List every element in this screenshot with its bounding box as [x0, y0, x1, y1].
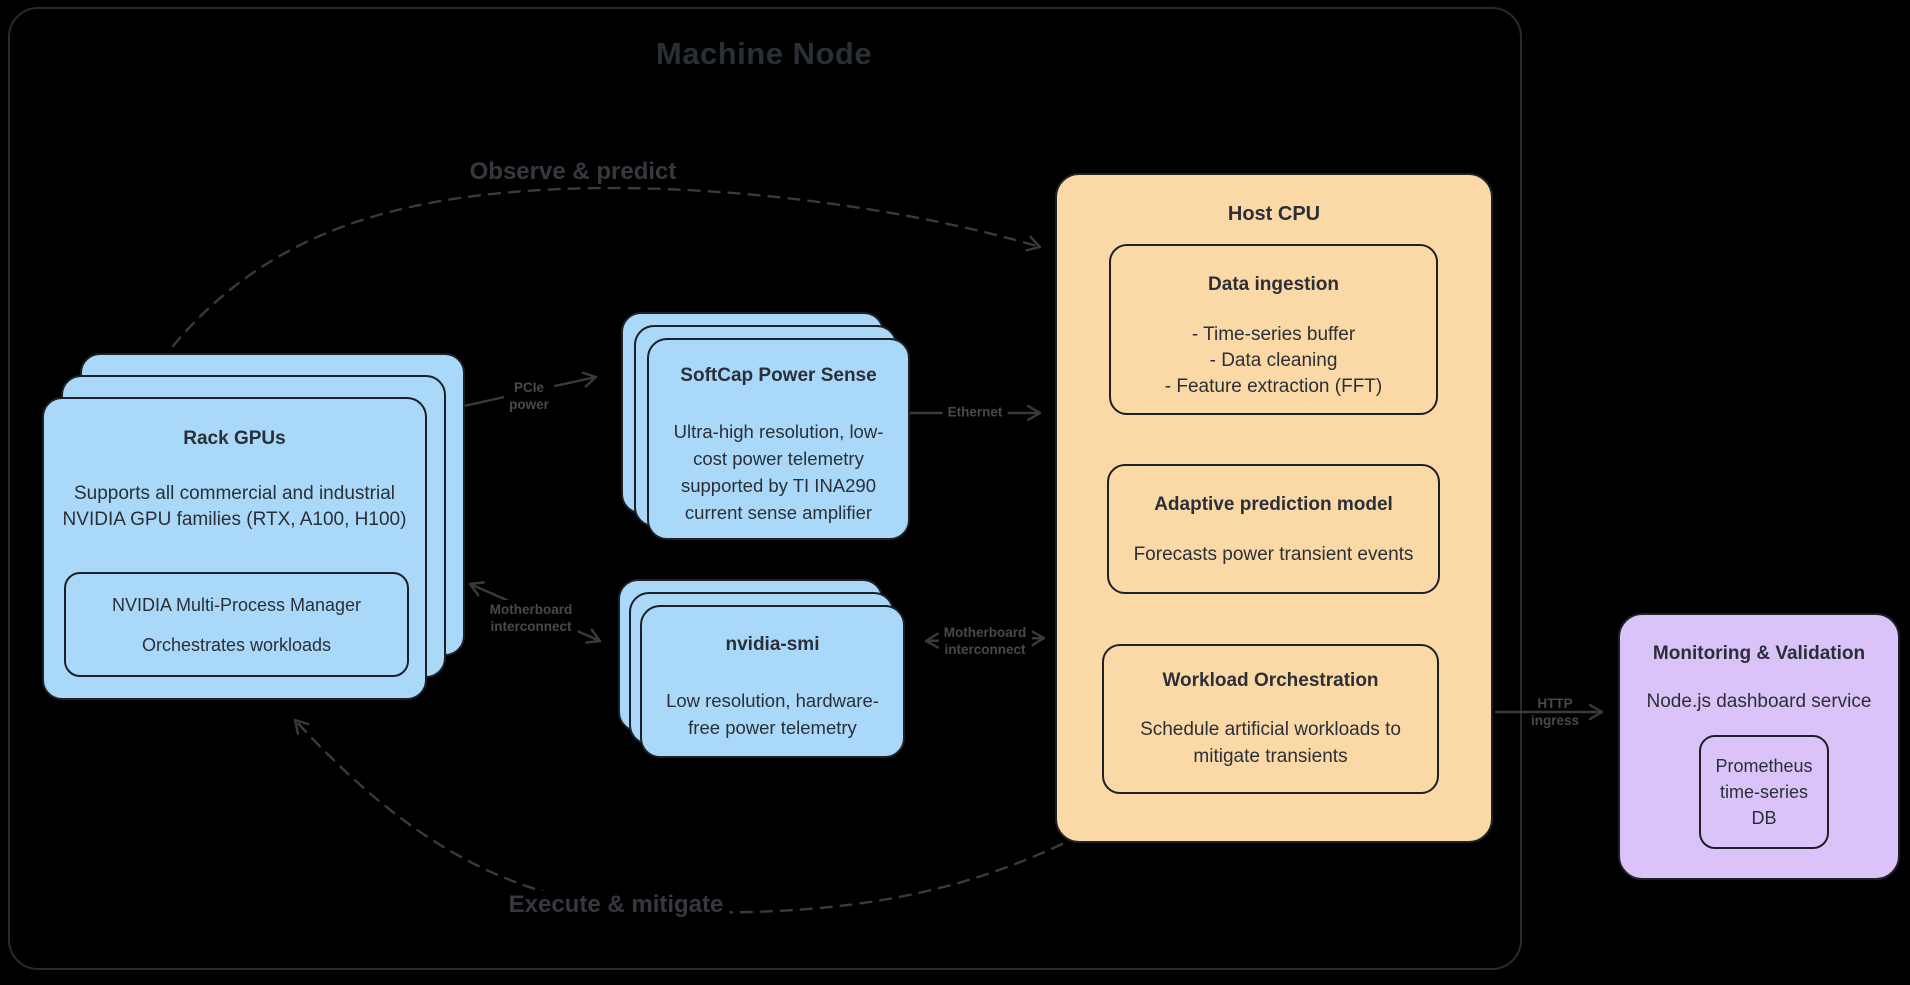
monitoring-title: Monitoring & Validation [1652, 643, 1866, 664]
prometheus-db-line: time-series [1719, 782, 1808, 802]
rack-gpus-body-line: NVIDIA GPU families (RTX, A100, H100) [62, 509, 407, 530]
nvidia-smi-node: nvidia-smi Low resolution, hardware- fre… [618, 579, 905, 758]
data-ingestion-item: - Time-series buffer [1191, 324, 1356, 345]
pcie-power-label-line: PCIe [513, 380, 545, 395]
nvidia-mpm-box: NVIDIA Multi-Process Manager Orchestrate… [64, 572, 409, 677]
nvidia-smi-body-line: Low resolution, hardware- [666, 690, 879, 711]
rack-gpus-card: Rack GPUs Supports all commercial and in… [42, 397, 427, 700]
host-cpu-title: Host CPU [1227, 203, 1321, 225]
prometheus-db-line: Prometheus [1715, 756, 1813, 776]
http-ingress-label: HTTP ingress [1531, 695, 1579, 729]
workload-orchestration-title: Workload Orchestration [1162, 670, 1379, 691]
nvidia-mpm-title: NVIDIA Multi-Process Manager [111, 594, 362, 615]
prometheus-db-box: Prometheus time-series DB [1699, 735, 1829, 849]
data-ingestion-box: Data ingestion - Time-series buffer - Da… [1109, 244, 1438, 415]
softcap-title: SoftCap Power Sense [680, 365, 877, 386]
rack-gpus-node: Rack GPUs Supports all commercial and in… [42, 353, 465, 700]
softcap-node: SoftCap Power Sense Ultra-high resolutio… [621, 312, 910, 540]
motherboard-left-label-line: interconnect [490, 619, 572, 634]
workload-orchestration-box: Workload Orchestration Schedule artifici… [1102, 644, 1439, 794]
motherboard-right-label-line: interconnect [944, 642, 1026, 657]
nvidia-smi-body-line: free power telemetry [688, 717, 857, 738]
softcap-body-line: Ultra-high resolution, low- [673, 421, 884, 442]
workload-orchestration-line: Schedule artificial workloads to [1140, 719, 1401, 740]
ethernet-label: Ethernet [942, 402, 1008, 422]
softcap-body: Ultra-high resolution, low- cost power t… [674, 418, 884, 526]
http-ingress-label-line: HTTP [1537, 696, 1573, 711]
host-cpu-panel: Host CPU Data ingestion - Time-series bu… [1055, 173, 1493, 843]
data-ingestion-items: - Time-series buffer - Data cleaning - F… [1165, 322, 1383, 400]
data-ingestion-item: - Data cleaning [1209, 350, 1338, 371]
observe-predict-label: Observe & predict [463, 158, 683, 186]
machine-node-container [8, 7, 1522, 970]
motherboard-right-label-line: Motherboard [943, 625, 1027, 640]
softcap-card: SoftCap Power Sense Ultra-high resolutio… [647, 338, 910, 540]
data-ingestion-item: - Feature extraction (FFT) [1164, 376, 1383, 397]
prediction-model-body: Forecasts power transient events [1133, 544, 1414, 565]
execute-mitigate-label: Execute & mitigate [502, 891, 730, 919]
prometheus-db-line: DB [1751, 808, 1777, 828]
pcie-power-label-line: power [509, 397, 549, 412]
rack-gpus-body-line: Supports all commercial and industrial [73, 483, 396, 504]
pcie-power-label: PCIe power [504, 378, 554, 414]
arrow-observe-predict [171, 186, 1042, 348]
motherboard-left-label: Motherboard interconnect [484, 600, 578, 636]
nvidia-smi-body: Low resolution, hardware- free power tel… [666, 687, 879, 741]
http-ingress-label-line: ingress [1530, 713, 1580, 728]
nvidia-smi-card: nvidia-smi Low resolution, hardware- fre… [640, 605, 905, 758]
prediction-model-box: Adaptive prediction model Forecasts powe… [1107, 464, 1440, 594]
rack-gpus-title: Rack GPUs [183, 428, 286, 449]
softcap-body-line: supported by TI INA290 [680, 475, 877, 496]
motherboard-left-label-line: Motherboard [489, 602, 573, 617]
diagram-title: Machine Node [655, 36, 873, 71]
monitoring-panel: Monitoring & Validation Node.js dashboar… [1618, 613, 1900, 880]
softcap-body-line: cost power telemetry [693, 448, 864, 469]
rack-gpus-body: Supports all commercial and industrial N… [63, 481, 407, 533]
data-ingestion-title: Data ingestion [1208, 274, 1339, 295]
softcap-body-line: current sense amplifier [684, 502, 873, 523]
nvidia-mpm-body: Orchestrates workloads [141, 634, 332, 655]
nvidia-smi-title: nvidia-smi [725, 634, 820, 655]
workload-orchestration-line: mitigate transients [1193, 746, 1348, 767]
prediction-model-title: Adaptive prediction model [1154, 494, 1393, 515]
monitoring-subtitle: Node.js dashboard service [1646, 691, 1872, 712]
workload-orchestration-body: Schedule artificial workloads to mitigat… [1140, 716, 1401, 770]
motherboard-right-label: Motherboard interconnect [938, 623, 1032, 659]
